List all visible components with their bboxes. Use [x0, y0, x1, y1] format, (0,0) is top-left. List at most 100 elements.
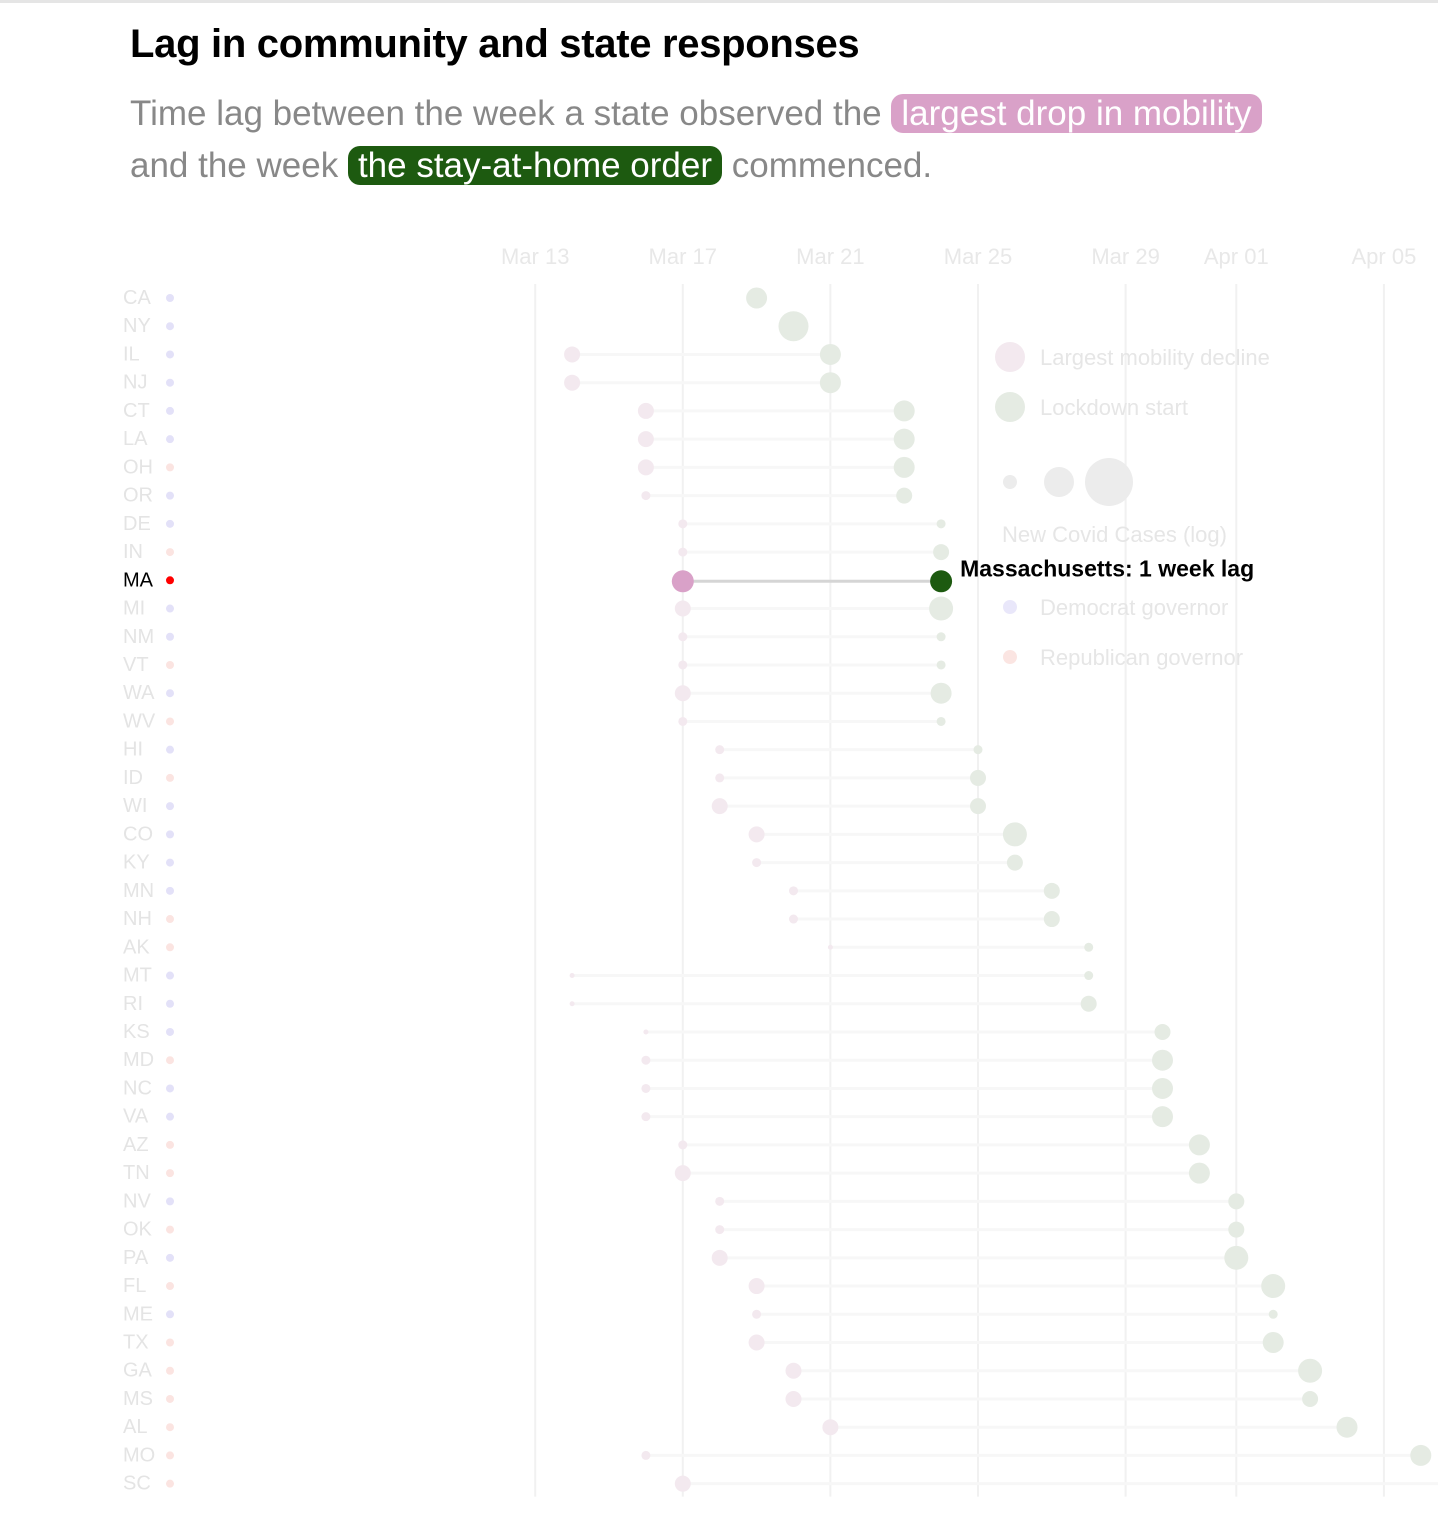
- row-fl: FL: [123, 1274, 1286, 1299]
- lockdown-point: [1302, 1390, 1319, 1407]
- mobility-point: [715, 1196, 725, 1206]
- mobility-point: [711, 798, 728, 815]
- lockdown-point: [1152, 1077, 1173, 1099]
- mobility-point: [678, 519, 688, 529]
- mobility-point: [748, 826, 765, 843]
- row-ks: KS: [123, 1021, 1171, 1043]
- row-ct: CT: [123, 400, 915, 422]
- lockdown-point: [1006, 854, 1023, 871]
- state-label: ME: [123, 1303, 153, 1325]
- lockdown-point: [936, 716, 946, 726]
- mobility-point: [748, 1334, 765, 1351]
- lockdown-point: [893, 456, 915, 478]
- lockdown-point: [973, 745, 983, 755]
- top-divider: [0, 0, 1438, 3]
- mobility-point: [827, 944, 833, 950]
- mobility-point: [715, 1225, 725, 1235]
- row-ok: OK: [123, 1219, 1245, 1241]
- state-label: HI: [123, 739, 143, 761]
- mobility-point: [641, 1112, 651, 1122]
- state-label: CO: [123, 823, 153, 845]
- row-al: AL: [123, 1416, 1358, 1438]
- state-label: DE: [123, 513, 151, 535]
- party-dot: [166, 1423, 174, 1432]
- x-tick-label: Mar 21: [796, 244, 864, 269]
- lockdown-point: [819, 372, 841, 394]
- mobility-point: [752, 858, 762, 868]
- party-dot: [166, 463, 174, 472]
- mobility-point: [641, 1450, 651, 1460]
- state-label: LA: [123, 428, 148, 450]
- mobility-point: [637, 459, 654, 476]
- state-label: VT: [123, 654, 149, 676]
- mobility-point: [674, 600, 691, 617]
- state-label: MA: [123, 569, 154, 591]
- party-dot: [166, 1282, 174, 1291]
- x-tick-label: Apr 01: [1204, 244, 1269, 269]
- mobility-point: [678, 1140, 688, 1150]
- party-dot: [166, 632, 174, 641]
- lockdown-point: [893, 428, 915, 450]
- state-label: NC: [123, 1077, 152, 1099]
- row-co: CO: [123, 822, 1027, 847]
- row-de: DE: [123, 513, 946, 535]
- state-label: RI: [123, 993, 143, 1015]
- lockdown-point: [970, 798, 986, 815]
- legend-mobility-label: Largest mobility decline: [1040, 345, 1270, 370]
- state-label: WA: [123, 682, 155, 704]
- row-pa: PA: [123, 1245, 1249, 1270]
- row-sc: SC: [123, 1473, 1438, 1495]
- mobility-point: [822, 1419, 839, 1436]
- legend-democrat-label: Democrat governor: [1040, 595, 1228, 620]
- mobility-point: [785, 1390, 802, 1407]
- party-dot: [166, 1253, 174, 1262]
- state-label: NH: [123, 908, 152, 930]
- state-label: MI: [123, 598, 145, 620]
- state-label: CA: [123, 287, 151, 309]
- state-label: OK: [123, 1219, 153, 1241]
- legend-lockdown-label: Lockdown start: [1040, 395, 1188, 420]
- legend-lockdown-swatch: [995, 392, 1025, 422]
- lockdown-point: [1002, 822, 1027, 847]
- party-dot: [166, 491, 174, 500]
- state-label: CT: [123, 400, 150, 422]
- mobility-point: [674, 1475, 691, 1492]
- mobility-point: [564, 374, 581, 391]
- party-dot: [166, 406, 174, 415]
- highlight-label: Massachusetts: 1 week lag: [960, 555, 1254, 581]
- mobility-point: [674, 685, 691, 702]
- mobility-point: [748, 1278, 765, 1295]
- party-dot: [166, 1366, 174, 1375]
- party-dot: [166, 717, 174, 726]
- party-dot: [166, 999, 174, 1008]
- party-dot: [166, 1084, 174, 1093]
- mobility-point: [637, 431, 654, 448]
- legend-republican-swatch: [1003, 650, 1017, 664]
- lockdown-point: [1262, 1332, 1284, 1354]
- state-label: FL: [123, 1275, 146, 1297]
- lockdown-point: [893, 400, 915, 422]
- x-tick-label: Mar 25: [944, 244, 1012, 269]
- subtitle-text-2: and the week: [130, 146, 339, 185]
- mobility-point: [641, 1083, 651, 1093]
- state-label: KY: [123, 852, 150, 874]
- state-label: OR: [123, 485, 153, 507]
- x-tick-label: Mar 17: [649, 244, 717, 269]
- lockdown-point: [1268, 1309, 1278, 1319]
- party-dot: [166, 943, 174, 952]
- state-label: WI: [123, 795, 147, 817]
- lockdown-point: [1298, 1358, 1323, 1383]
- mobility-point: [678, 547, 688, 557]
- party-dot: [166, 576, 174, 585]
- row-nm: NM: [123, 626, 946, 648]
- row-mo: MO: [123, 1444, 1432, 1466]
- lockdown-point: [746, 287, 768, 309]
- row-hi: HI: [123, 739, 983, 761]
- mobility-point: [678, 632, 688, 642]
- state-label: VA: [123, 1106, 149, 1128]
- row-ca: CA: [123, 287, 768, 309]
- state-label: MN: [123, 880, 154, 902]
- party-dot: [166, 350, 174, 359]
- row-oh: OH: [123, 456, 915, 478]
- state-label: NJ: [123, 372, 147, 394]
